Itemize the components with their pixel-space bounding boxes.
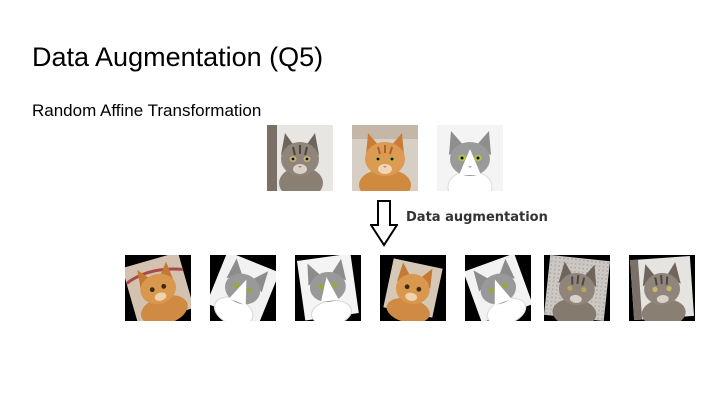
augmented-image-orange-cat-1 [125,255,191,321]
augmentation-label: Data augmentation [406,210,548,225]
augmented-image-orange-cat-2 [380,255,446,321]
slide-title: Data Augmentation (Q5) [32,42,324,72]
slide-subtitle: Random Affine Transformation [32,101,262,120]
source-image-orange-cat [352,125,418,191]
augmented-image-gray-white-cat-2 [295,255,361,321]
augmented-image-tabby-cat-1 [544,255,610,321]
augmented-image-gray-white-cat-3 [465,255,531,321]
source-image-gray-white-cat [437,125,503,191]
augmented-image-gray-white-cat-1 [210,255,276,321]
augmented-image-tabby-cat-2 [629,255,695,321]
down-arrow-icon [369,199,399,247]
source-image-tabby-cat [267,125,333,191]
